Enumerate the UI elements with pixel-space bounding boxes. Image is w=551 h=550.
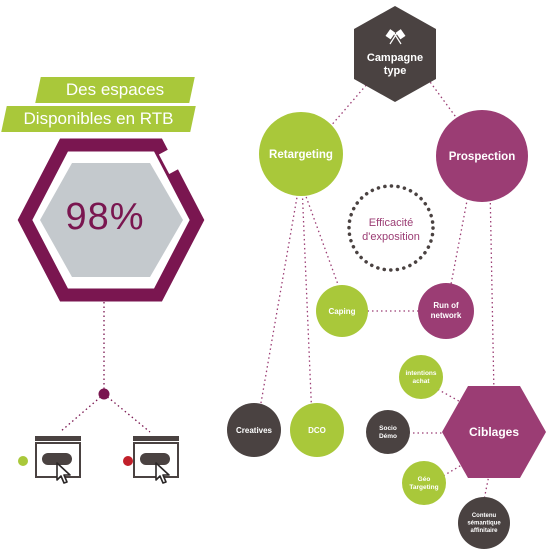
label-prospection: Prospection <box>449 151 515 163</box>
label-ciblages: Ciblages <box>469 425 519 439</box>
node-caping <box>316 285 368 337</box>
cursor-icon <box>155 462 170 484</box>
banner-line-1: Des espaces <box>65 80 165 99</box>
flags-icon <box>385 29 406 45</box>
connector-line <box>59 393 105 433</box>
banner-disponibles-rtb: Disponibles en RTB <box>1 106 196 132</box>
ad-window-icon <box>35 436 81 478</box>
hexagon-fill <box>40 163 183 277</box>
label-retargeting: Retargeting <box>269 149 333 161</box>
banner-des-espaces: Des espaces <box>35 77 195 103</box>
label-caping: Caping <box>328 307 355 316</box>
node-retargeting <box>259 112 343 196</box>
hexagon-gap <box>158 146 186 174</box>
cursor-icon <box>56 462 71 484</box>
connector-line <box>103 393 151 433</box>
banner-line-2: Disponibles en RTB <box>23 109 174 128</box>
label-creatives: Creatives <box>236 426 273 435</box>
node-efficacite-exposition <box>347 184 435 272</box>
node-intentions-achat <box>399 355 443 399</box>
node-campagne-type <box>354 6 436 102</box>
label-dco: DCO <box>308 426 326 435</box>
status-dot-red <box>123 456 133 466</box>
node-geo-targeting <box>402 461 446 505</box>
node-run-of-network <box>418 283 474 339</box>
percentage-value: 98% <box>65 196 145 238</box>
node-contenu-semantique <box>458 497 510 549</box>
node-dco <box>290 403 344 457</box>
node-ciblages <box>442 386 546 478</box>
node-prospection <box>436 110 528 202</box>
node-socio-demo <box>366 410 410 454</box>
status-dot-green <box>18 456 28 466</box>
node-creatives <box>227 403 281 457</box>
